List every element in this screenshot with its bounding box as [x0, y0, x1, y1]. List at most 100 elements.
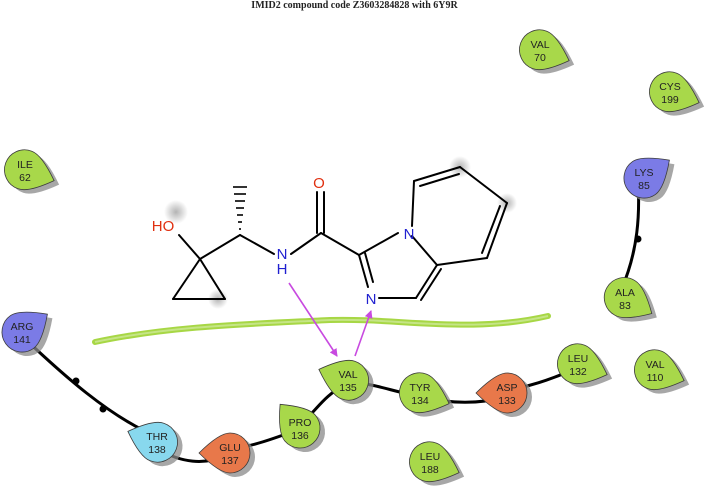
bond	[486, 202, 508, 259]
residue-bubble	[318, 359, 369, 401]
bond	[459, 166, 508, 204]
bond	[411, 235, 438, 266]
stereo-hashed-bond	[233, 186, 247, 230]
residue-bubble	[649, 71, 700, 113]
hydroxyl-label: HO	[152, 218, 175, 235]
residue-number: 137	[221, 455, 239, 467]
bond	[415, 264, 438, 299]
residue-name: ALA	[615, 287, 635, 299]
ligand-bonds	[172, 166, 508, 301]
pocket-boundary-fade	[94, 315, 549, 343]
residue-bubble	[127, 421, 178, 463]
residue-name: THR	[146, 431, 168, 443]
imidazole-nitrogen-label: N	[366, 291, 377, 308]
residue-bubble	[399, 372, 450, 414]
residue-number: 85	[638, 180, 650, 192]
residue-name: CYS	[659, 81, 681, 93]
residue-bubble	[409, 441, 460, 483]
halo-hydroxyl	[164, 200, 188, 224]
bond	[178, 234, 201, 260]
bond	[358, 254, 369, 288]
residue-name: GLU	[219, 442, 241, 454]
residue-bubble	[603, 277, 653, 318]
residue-number: 141	[13, 334, 31, 346]
residue-number: 110	[647, 372, 664, 384]
bond	[411, 180, 415, 227]
atom-labels: HO O N H N N	[152, 175, 415, 308]
backbone-dot	[72, 377, 80, 385]
residue-bubble	[519, 29, 570, 71]
residue-bubble	[623, 157, 670, 199]
pocket-boundary	[92, 313, 551, 345]
bond	[358, 232, 399, 256]
residue-name: ILE	[17, 159, 33, 171]
bond	[239, 234, 275, 255]
amide-nitrogen-label: N	[277, 246, 288, 263]
residue-number: 199	[661, 94, 679, 106]
residue-bubble	[475, 372, 528, 414]
residue-number: 133	[498, 395, 516, 407]
hydrogen-bonds	[288, 282, 373, 357]
amide-hydrogen-label: H	[277, 261, 288, 278]
diagram-title: IMID2 compound code Z3603284828 with 6Y9…	[251, 0, 458, 11]
bond	[199, 234, 241, 260]
bond	[413, 166, 461, 182]
bridgehead-nitrogen-label: N	[404, 226, 415, 243]
bond	[436, 257, 488, 266]
residue-number: 62	[19, 172, 31, 184]
residue-name: VAL	[530, 39, 549, 51]
residue-name: LEU	[568, 353, 588, 365]
bond	[290, 232, 322, 255]
residue-name: LYS	[634, 167, 653, 179]
residue-name: PRO	[289, 417, 312, 429]
residue-bubble	[634, 349, 685, 391]
hbond-val135-to-n	[354, 310, 373, 357]
residue-number: 136	[291, 430, 309, 442]
backbone-dot	[634, 235, 642, 243]
bond	[172, 258, 201, 300]
residue-name: ASP	[496, 382, 517, 394]
residue-name: LEU	[420, 451, 440, 463]
carbonyl-oxygen-label: O	[313, 175, 325, 192]
hbond-nh-to-val135	[288, 282, 338, 357]
residue-number: 188	[421, 464, 439, 476]
residue-number: 70	[534, 52, 546, 64]
residue-number: 138	[148, 444, 166, 456]
residue-bubble	[1, 311, 48, 353]
residue-name: TYR	[410, 382, 431, 394]
bond	[199, 258, 226, 300]
residue-name: VAL	[645, 359, 664, 371]
bond	[320, 232, 360, 256]
bond	[481, 205, 501, 254]
bond	[364, 252, 374, 283]
residue-name: ARG	[11, 321, 34, 333]
residue-number: 134	[411, 395, 429, 407]
residue-bubble	[198, 432, 251, 474]
residue-number: 135	[339, 382, 357, 394]
backbone-arg141-thr138	[20, 334, 162, 440]
backbone-dot	[99, 405, 107, 413]
residue-number: 132	[569, 366, 587, 378]
residue-bubble	[4, 149, 55, 191]
bond	[419, 173, 460, 187]
backbone-dots	[72, 235, 642, 413]
residue-number: 83	[619, 300, 631, 312]
bond	[420, 268, 442, 301]
residue-name: VAL	[338, 369, 357, 381]
residue-bubble	[279, 403, 321, 449]
